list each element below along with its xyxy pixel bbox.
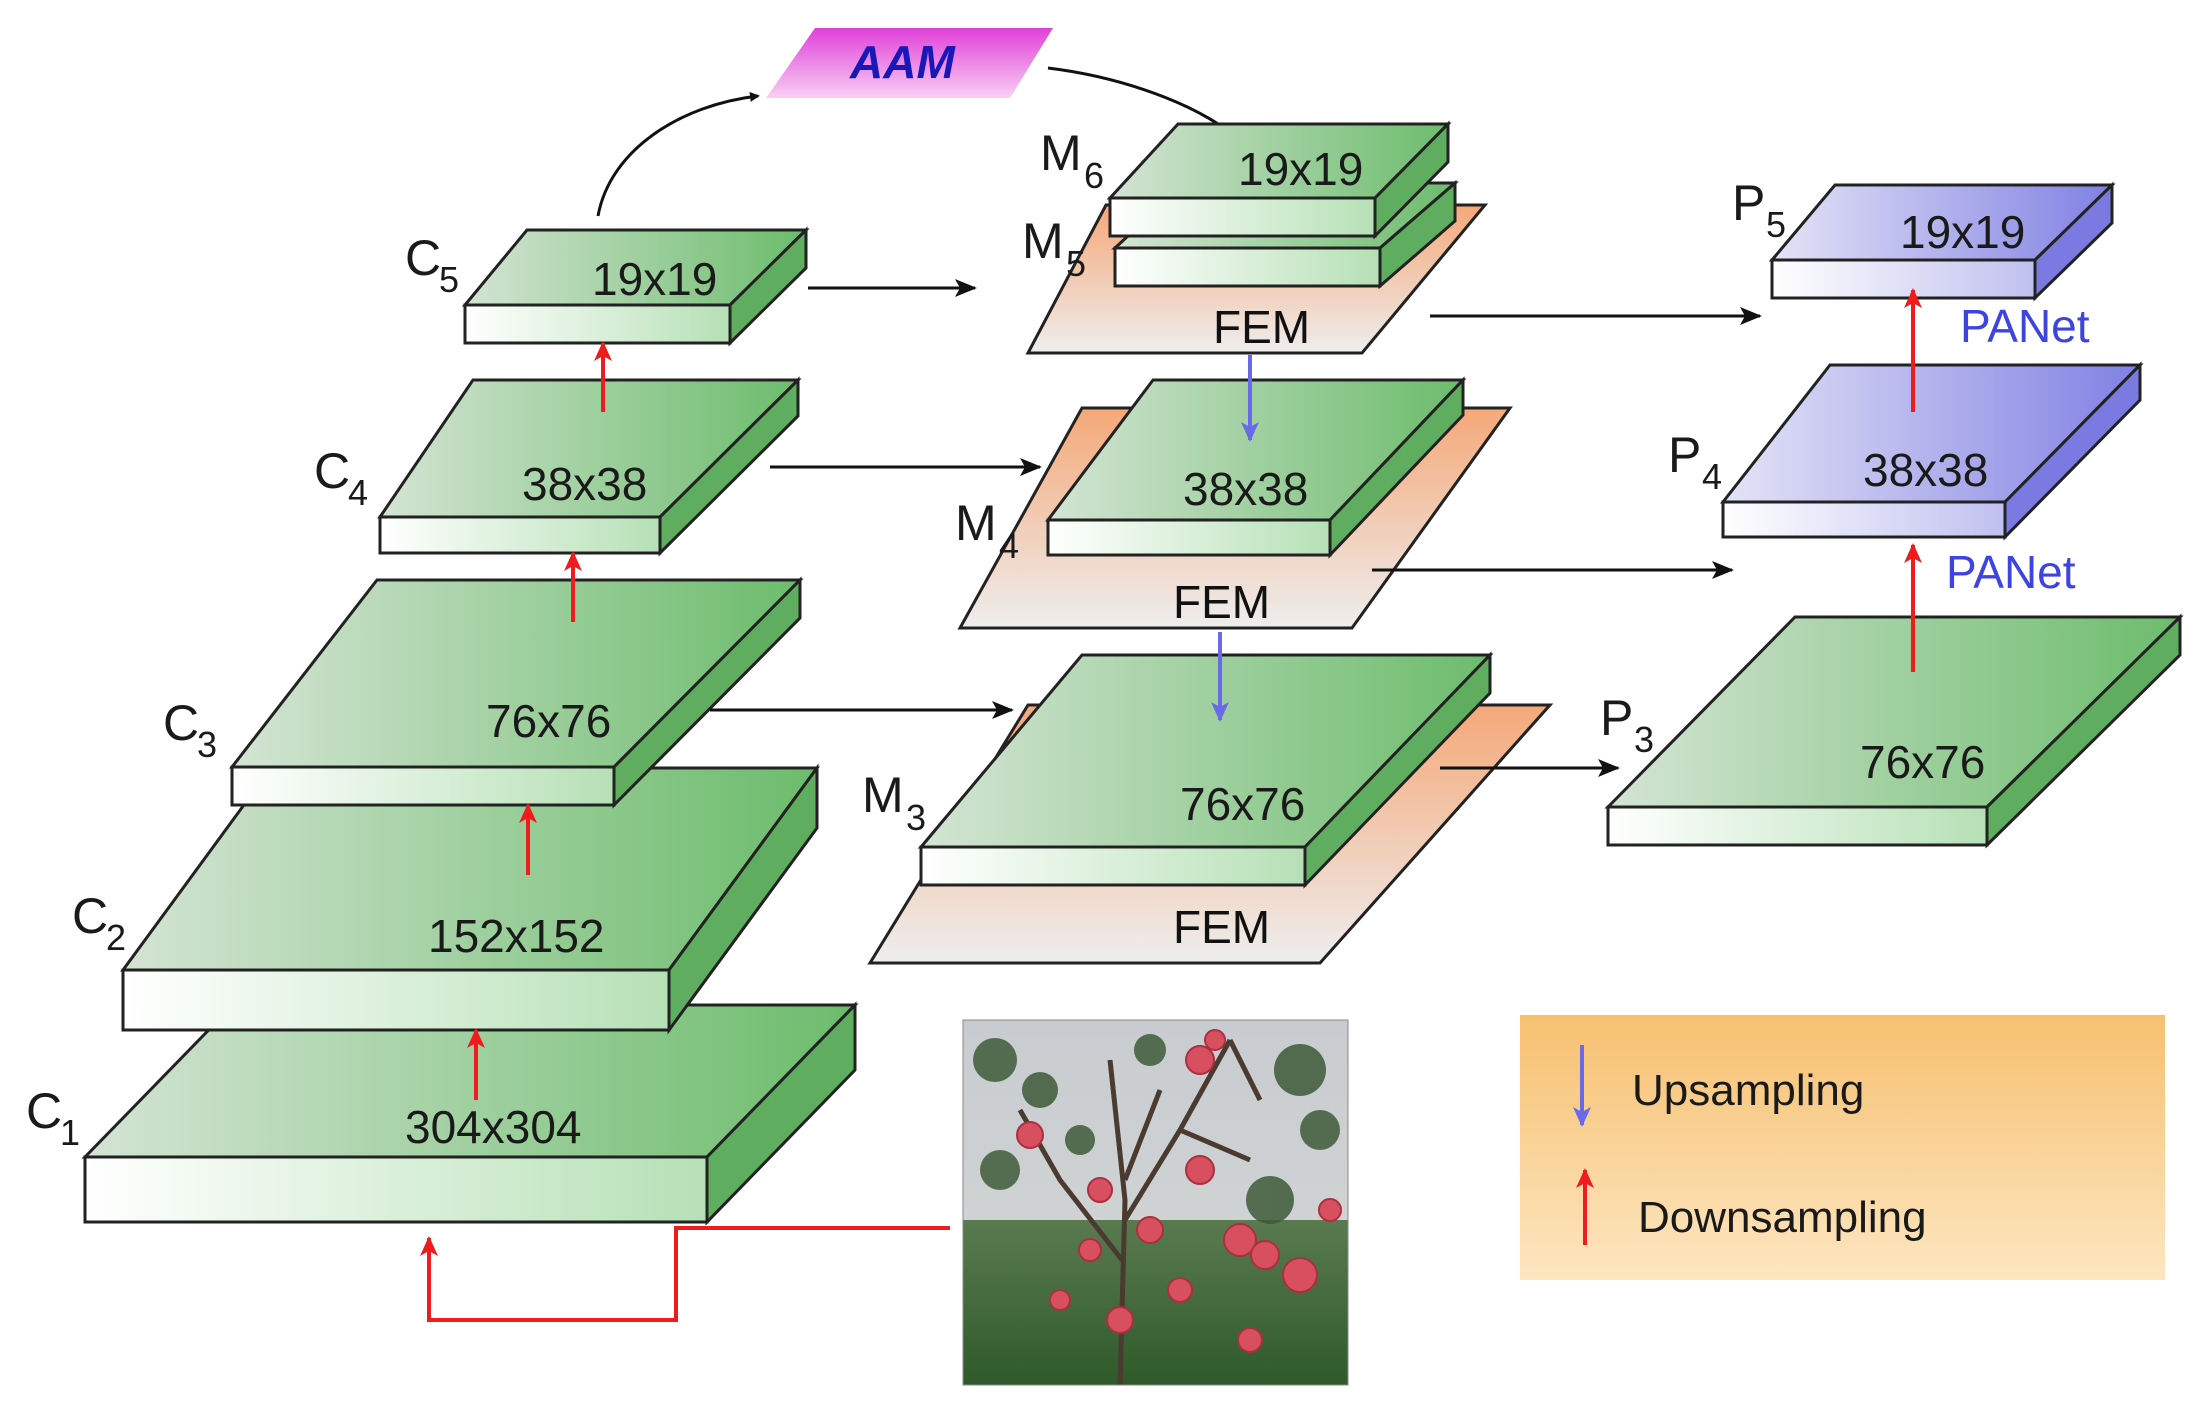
layer-p5: 19x19 <box>1768 181 2116 302</box>
layer-c1: 304x304 <box>81 1001 859 1226</box>
svg-text:C: C <box>405 230 441 286</box>
p5-size: 19x19 <box>1900 206 2025 258</box>
svg-text:P: P <box>1668 427 1701 483</box>
legend-upsampling-label: Upsampling <box>1632 1066 1864 1115</box>
svg-text:5: 5 <box>1066 243 1086 284</box>
m6-label: M 6 <box>1040 125 1104 196</box>
c1-label: C 1 <box>26 1083 80 1153</box>
aam-block: AAM <box>766 28 1053 98</box>
svg-text:4: 4 <box>999 525 1019 566</box>
c4-label: C 4 <box>314 443 368 513</box>
svg-text:3: 3 <box>906 797 926 838</box>
svg-text:P: P <box>1600 690 1633 746</box>
m4-label: M 4 <box>955 495 1019 566</box>
layer-c5: 19x19 <box>461 226 810 347</box>
svg-text:C: C <box>26 1083 62 1139</box>
m6-size: 19x19 <box>1238 143 1363 195</box>
legend: Upsampling Downsampling <box>1520 1015 2165 1280</box>
panet-label-lower: PANet <box>1946 546 2076 598</box>
layer-c2: 152x152 <box>120 763 820 1035</box>
svg-text:5: 5 <box>1766 204 1786 245</box>
c1-size: 304x304 <box>405 1101 582 1153</box>
svg-text:M: M <box>862 767 904 823</box>
m5-label: M 5 <box>1022 213 1086 284</box>
svg-text:M: M <box>1040 125 1082 181</box>
p3-size: 76x76 <box>1860 736 1985 788</box>
svg-text:4: 4 <box>1702 456 1722 497</box>
p4-label: P 4 <box>1668 427 1722 497</box>
svg-text:C: C <box>314 443 350 499</box>
svg-text:C: C <box>163 695 199 751</box>
layer-c4: 38x38 <box>377 376 802 557</box>
svg-text:5: 5 <box>439 259 459 300</box>
fem-label-m4: FEM <box>1173 576 1270 628</box>
input-to-c1-arrow <box>420 1226 950 1322</box>
svg-text:M: M <box>1022 213 1064 269</box>
input-image <box>962 1019 1349 1386</box>
svg-text:3: 3 <box>1634 719 1654 760</box>
svg-text:4: 4 <box>348 472 368 513</box>
layer-m3: 76x76 <box>917 651 1494 889</box>
c3-label: C 3 <box>163 695 217 765</box>
c5-to-aam-arrow <box>596 91 760 217</box>
svg-text:3: 3 <box>197 724 217 765</box>
panet-label-upper: PANet <box>1960 300 2090 352</box>
svg-text:P: P <box>1732 175 1765 231</box>
svg-text:2: 2 <box>106 917 126 958</box>
fem-label-m3: FEM <box>1173 901 1270 953</box>
c3-size: 76x76 <box>486 695 611 747</box>
m3-label: M 3 <box>862 767 926 838</box>
aam-label: AAM <box>849 36 956 88</box>
c2-size: 152x152 <box>428 910 605 962</box>
p4-size: 38x38 <box>1863 444 1988 496</box>
layer-p3: 76x76 <box>1604 613 2184 849</box>
p3-label: P 3 <box>1600 690 1654 760</box>
c5-size: 19x19 <box>592 253 717 305</box>
layer-c3: 76x76 <box>228 576 804 809</box>
legend-downsampling-label: Downsampling <box>1638 1193 1927 1242</box>
svg-text:6: 6 <box>1084 155 1104 196</box>
svg-text:M: M <box>955 495 997 551</box>
fem-label-m5: FEM <box>1213 301 1310 353</box>
c4-size: 38x38 <box>522 458 647 510</box>
m3-size: 76x76 <box>1180 778 1305 830</box>
layer-p4: 38x38 <box>1719 361 2144 541</box>
c2-label: C 2 <box>72 888 126 958</box>
svg-text:1: 1 <box>60 1112 80 1153</box>
layer-m4: 19x19 38x38 <box>1045 376 1467 559</box>
c5-label: C 5 <box>405 230 459 300</box>
m4-size-label: 38x38 <box>1183 463 1308 515</box>
layer-m6: 19x19 <box>1106 120 1452 240</box>
svg-text:C: C <box>72 888 108 944</box>
p5-label: P 5 <box>1732 175 1786 245</box>
